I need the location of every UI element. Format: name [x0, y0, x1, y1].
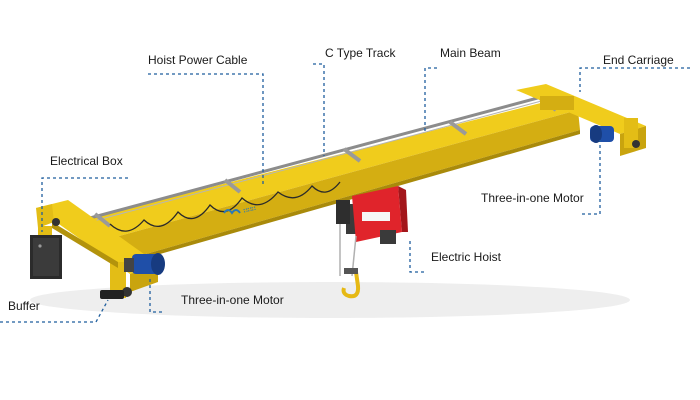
left-three-in-one-motor — [124, 253, 165, 275]
leader-three-in-one-motor-left — [149, 278, 162, 313]
label-hoist-power-cable: Hoist Power Cable — [148, 53, 248, 67]
c-type-track — [89, 90, 561, 228]
svg-text:∷∷∷: ∷∷∷ — [243, 205, 257, 215]
electrical-box — [30, 235, 62, 279]
brand-logo: ∷∷∷ — [223, 205, 257, 215]
leader-lines — [0, 63, 690, 323]
leader-c-type-track — [313, 63, 325, 156]
right-three-in-one-motor — [590, 125, 614, 143]
leader-end-carriage — [579, 67, 690, 92]
label-three-in-one-motor-right: Three-in-one Motor — [481, 191, 584, 205]
buffer — [100, 290, 124, 299]
leader-hoist-power-cable — [148, 73, 264, 184]
label-c-type-track: C Type Track — [325, 46, 396, 60]
main-beam — [90, 95, 580, 266]
leader-buffer — [0, 299, 109, 323]
label-end-carriage: End Carriage — [603, 53, 674, 67]
left-end-carriage — [36, 200, 158, 298]
label-electric-hoist: Electric Hoist — [431, 250, 502, 264]
leader-electrical-box — [41, 177, 128, 232]
label-buffer: Buffer — [8, 299, 40, 313]
label-main-beam: Main Beam — [440, 46, 501, 60]
ground-shadow — [30, 282, 630, 318]
label-electrical-box: Electrical Box — [50, 154, 123, 168]
leader-three-in-one-motor-right — [582, 140, 601, 215]
leader-main-beam — [424, 67, 437, 132]
right-end-carriage — [516, 84, 646, 156]
leader-electric-hoist — [409, 240, 424, 273]
label-three-in-one-motor-left: Three-in-one Motor — [181, 293, 284, 307]
electric-hoist — [336, 186, 408, 299]
